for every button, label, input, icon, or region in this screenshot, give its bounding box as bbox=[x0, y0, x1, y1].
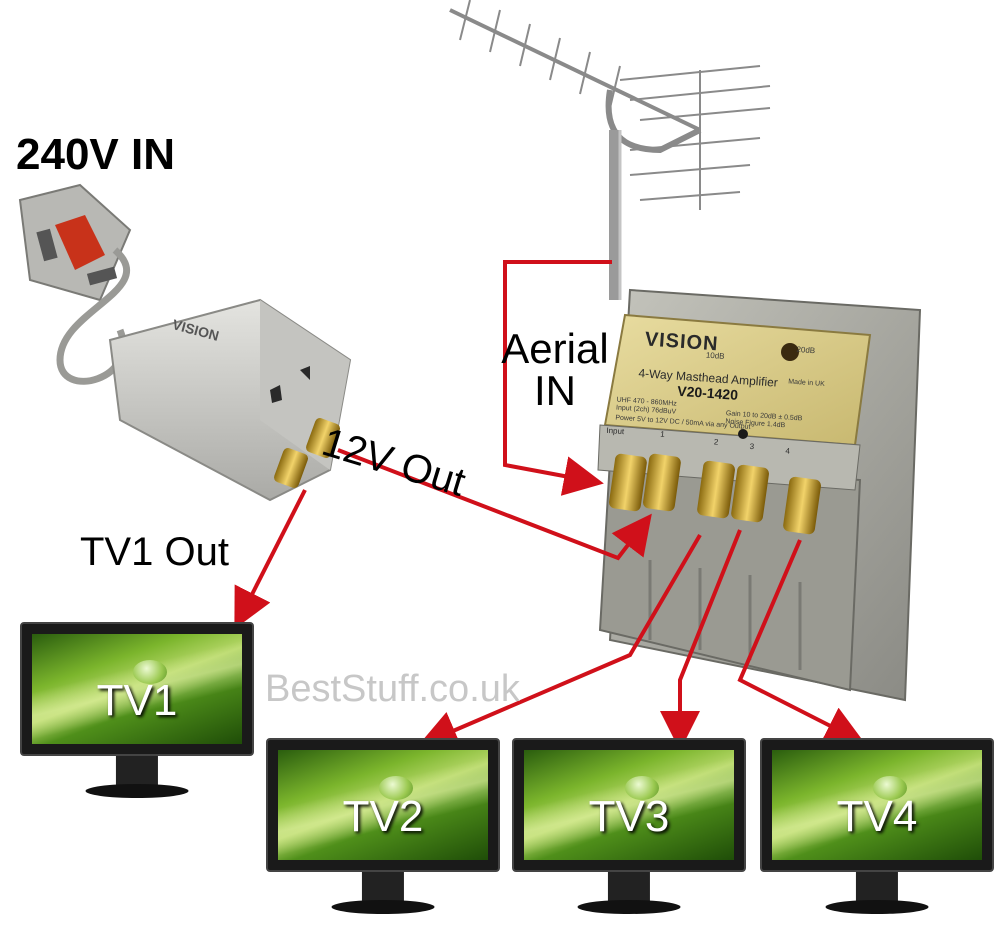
arrow-tv2 bbox=[417, 533, 702, 749]
amp-port-4: 4 bbox=[785, 446, 791, 456]
arrow-aerial-in bbox=[503, 260, 612, 496]
tv-screen: TV3 bbox=[524, 750, 734, 860]
tv-screen: TV4 bbox=[772, 750, 982, 860]
amp-made-in: Made in UK bbox=[788, 378, 825, 388]
aerial-in-label-line1: Aerial bbox=[501, 325, 609, 372]
amp-port-3: 3 bbox=[749, 441, 755, 452]
amp-model: V20-1420 bbox=[676, 382, 739, 403]
tv1-out-label: TV1 Out bbox=[80, 530, 229, 574]
tv-screen: TV2 bbox=[278, 750, 488, 860]
tv-label: TV3 bbox=[588, 791, 670, 841]
tv-stand bbox=[331, 900, 435, 914]
amp-port-input: Input bbox=[606, 425, 625, 437]
amp-gain-high-label: 20dB bbox=[796, 344, 816, 356]
aerial-in-label-line2: IN bbox=[534, 367, 576, 414]
amplifier-label-panel: VISION 10dB 20dB 4-Way Masthead Amplifie… bbox=[604, 322, 862, 459]
tv-1: TV1 bbox=[20, 622, 254, 798]
amp-port-2: 2 bbox=[713, 437, 719, 447]
tv-2: TV2 bbox=[266, 738, 500, 914]
uk-mains-plug bbox=[18, 183, 132, 385]
arrow-tv3 bbox=[660, 529, 742, 751]
amp-port-1: 1 bbox=[659, 429, 666, 439]
tv-stand bbox=[85, 784, 189, 798]
power-supply-unit bbox=[108, 298, 352, 502]
arrow-tv4 bbox=[737, 539, 866, 744]
tv-stand bbox=[825, 900, 929, 914]
aerial-antenna bbox=[449, 0, 771, 300]
amp-f-connectors bbox=[609, 453, 821, 535]
watermark: BestStuff.co.uk bbox=[265, 668, 520, 710]
tv-3: TV3 bbox=[512, 738, 746, 914]
aerial-in-label: Aerial IN bbox=[490, 328, 620, 412]
amp-gain-low-label: 10dB bbox=[705, 350, 725, 361]
tv-stand bbox=[577, 900, 681, 914]
signal-arrows bbox=[234, 260, 866, 751]
arrow-tv1-out bbox=[234, 489, 307, 630]
tv-4: TV4 bbox=[760, 738, 994, 914]
tv-label: TV1 bbox=[96, 675, 178, 725]
power-in-label: 240V IN bbox=[16, 130, 175, 179]
tv-screen: TV1 bbox=[32, 634, 242, 744]
arrow-12v-out bbox=[337, 448, 652, 561]
tv-label: TV4 bbox=[836, 791, 918, 841]
tv-label: TV2 bbox=[342, 791, 424, 841]
